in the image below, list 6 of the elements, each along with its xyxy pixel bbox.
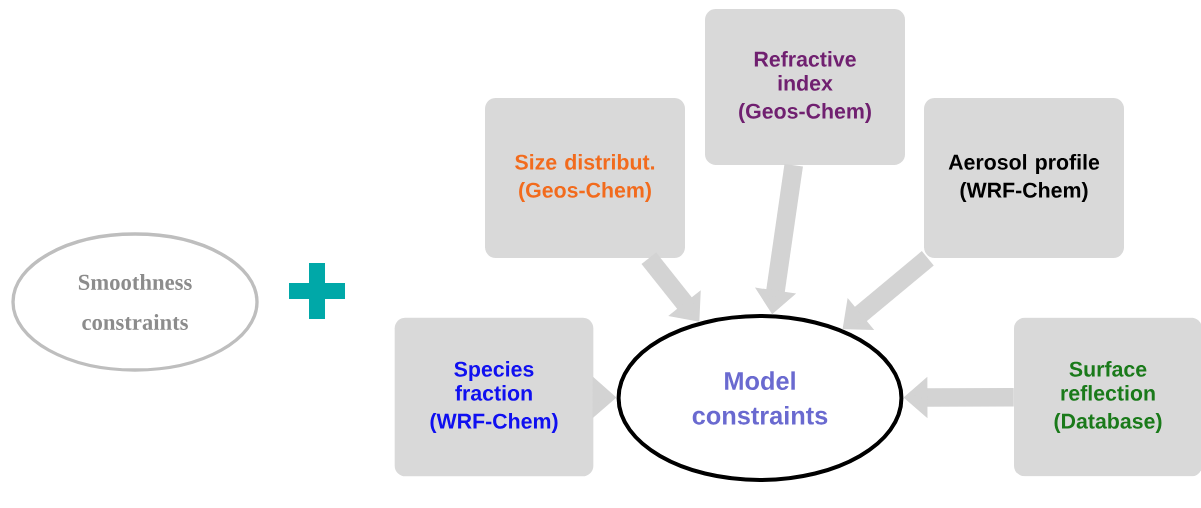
input-box: Size distribut. (Geos-Chem) (485, 98, 685, 258)
input-box: Refractive index (Geos-Chem) (705, 9, 905, 165)
input-box: Surface reflection (Database) (1014, 317, 1201, 477)
block-arrow (641, 252, 701, 322)
input-box: Aerosol profile (WRF-Chem) (924, 98, 1124, 258)
input-box: Species fraction (WRF-Chem) (394, 317, 594, 477)
